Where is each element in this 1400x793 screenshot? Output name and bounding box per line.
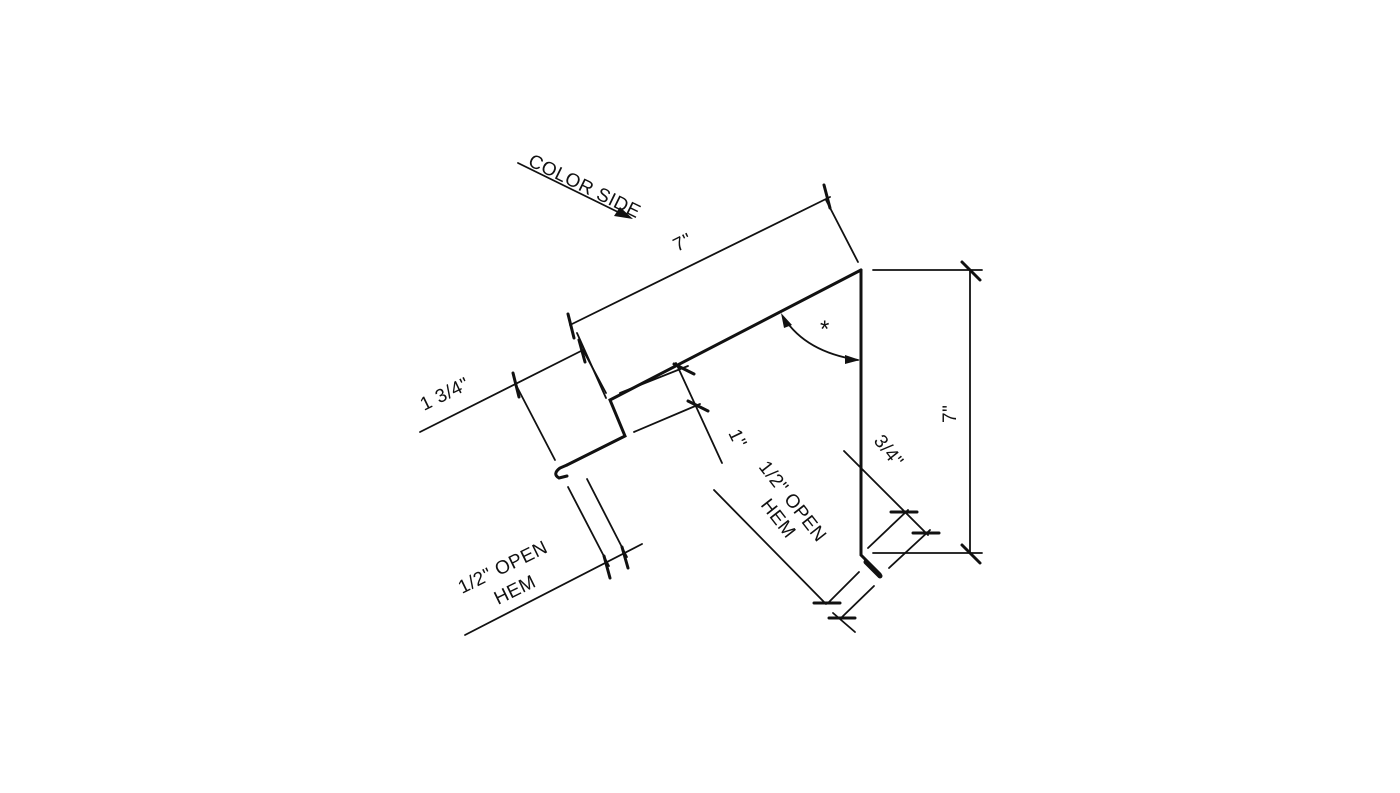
dimension-left-flange: 1 3/4" — [417, 338, 607, 461]
extension-line — [633, 403, 701, 433]
extension-line — [867, 509, 909, 549]
tick-mark — [577, 338, 587, 364]
tick-mark — [620, 545, 630, 570]
arrow-head-icon — [781, 313, 792, 328]
step-label: 1" — [724, 426, 751, 452]
tick-mark — [566, 312, 576, 340]
color-side-label: COLOR SIDE — [525, 151, 644, 223]
color-side-indicator: COLOR SIDE — [517, 151, 644, 223]
dimension-right-hem: 1/2" OPEN HEM — [713, 457, 875, 633]
extension-line — [827, 571, 860, 604]
top-length-label: 7" — [670, 230, 696, 257]
extension-line — [840, 585, 875, 619]
extension-line — [567, 486, 610, 567]
right-hem — [863, 559, 883, 579]
dimension-line — [713, 489, 827, 605]
dimension-line — [464, 543, 643, 636]
dimension-top-7in: 7" — [566, 183, 859, 399]
dimension-line — [675, 362, 723, 464]
dimension-line — [569, 196, 831, 326]
vertical-length-label: 7" — [940, 405, 961, 423]
extension-line — [619, 365, 689, 394]
extension-line — [582, 349, 607, 394]
dimension-left-hem: 1/2" OPEN HEM — [455, 478, 643, 636]
profile-top-face — [565, 268, 863, 467]
dimension-line — [419, 349, 584, 433]
tick-mark — [672, 362, 696, 376]
tick-mark — [602, 554, 612, 580]
right-hem-offset-label: 3/4" — [869, 431, 907, 472]
dimension-line — [843, 450, 929, 536]
tick-mark — [686, 399, 710, 413]
dimension-vertical-7in: 7" — [872, 260, 983, 565]
color-side-arrow-line — [517, 162, 623, 215]
arrow-head-icon — [845, 355, 860, 364]
extension-line — [586, 478, 628, 558]
flashing-profile — [554, 268, 883, 579]
left-hem — [554, 463, 569, 480]
tick-mark — [511, 371, 521, 399]
angle-marker: * — [781, 313, 860, 364]
profile-vertical-face — [859, 268, 882, 576]
arrow-head-icon — [614, 207, 633, 219]
tick-mark — [960, 260, 982, 282]
tick-mark — [960, 543, 982, 565]
extension-line — [515, 384, 556, 461]
extension-line — [832, 612, 856, 633]
dimension-step-1in: 1" — [619, 362, 751, 464]
tick-mark — [822, 183, 832, 210]
angle-asterisk: * — [820, 316, 830, 343]
extension-line — [888, 529, 931, 569]
dimension-right-hem-offset: 3/4" — [843, 431, 941, 569]
extension-line — [825, 199, 859, 263]
